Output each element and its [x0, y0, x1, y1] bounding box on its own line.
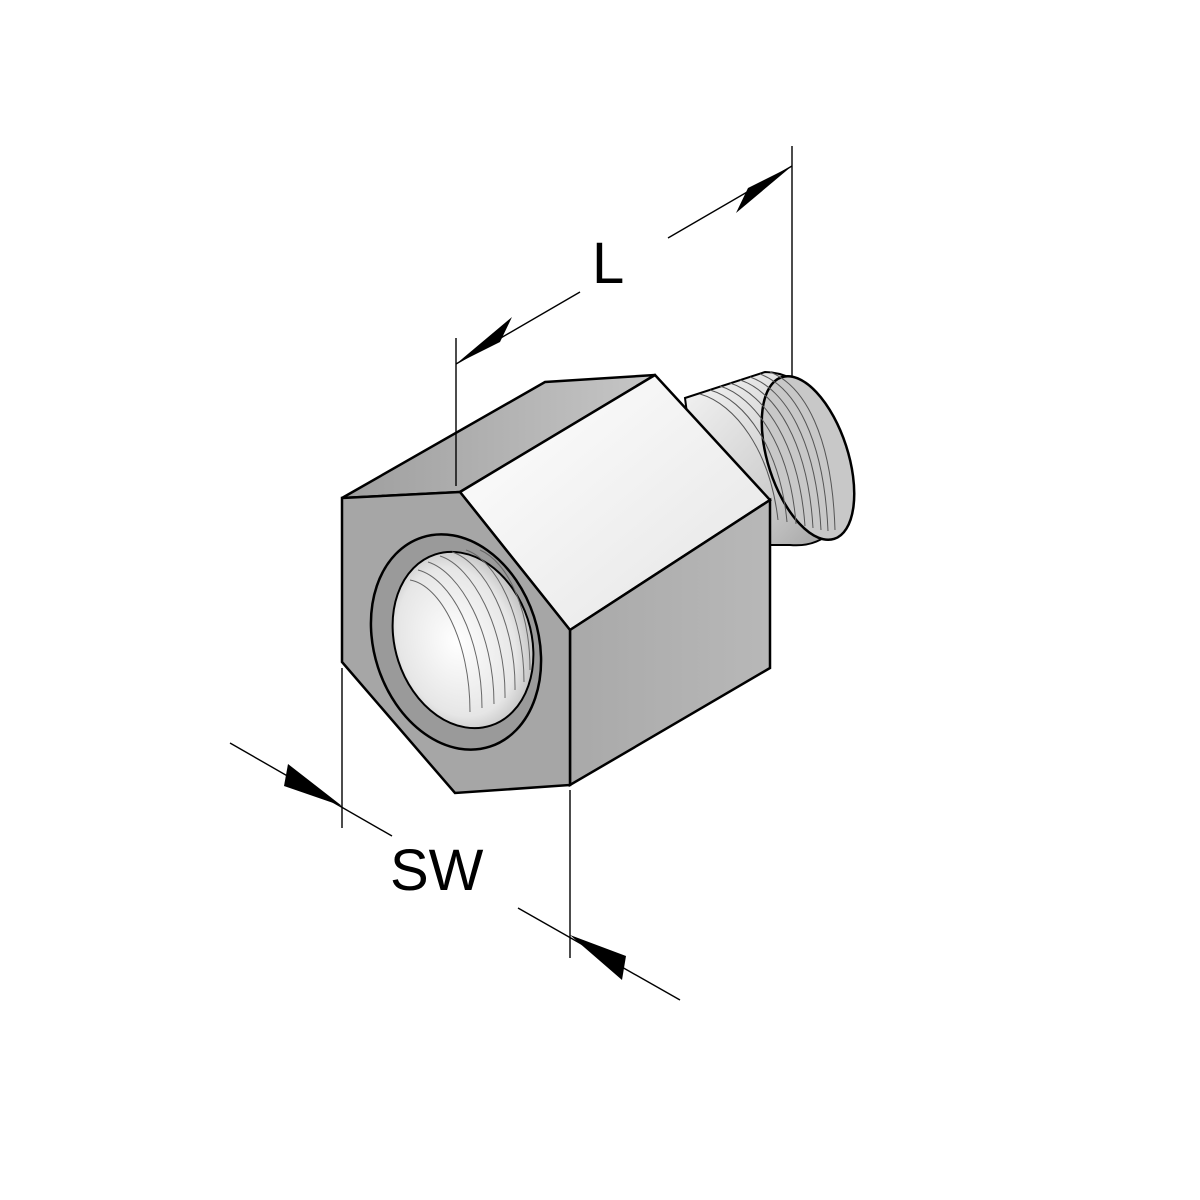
hex-body — [340, 373, 772, 795]
wrench-size-label: SW — [390, 838, 484, 903]
bore-opening — [391, 550, 535, 730]
arrowhead-left — [456, 317, 512, 364]
thread-grooves — [699, 371, 836, 532]
length-label: L — [592, 231, 624, 296]
female-thread-bore — [369, 533, 543, 751]
arrowhead-sw-right — [570, 935, 626, 980]
arrowhead-right — [736, 166, 792, 213]
thread-end-face — [760, 374, 856, 542]
dimension-length — [455, 146, 793, 486]
bore-thread-lines — [409, 549, 531, 713]
arrowhead-sw-left — [284, 764, 342, 806]
dimension-wrench-size — [229, 668, 681, 1001]
